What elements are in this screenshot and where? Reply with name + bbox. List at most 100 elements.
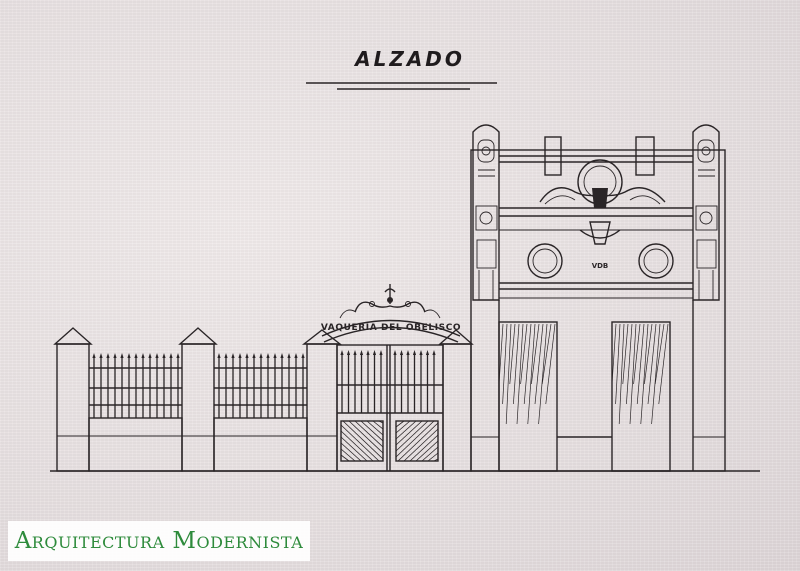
drawing-stroke (622, 323, 629, 385)
picket-tip (252, 353, 256, 358)
picket-tip (353, 350, 357, 355)
gate-sign-text: VAQUERIA DEL OBELISCO (321, 323, 461, 333)
drawing-stroke (633, 323, 641, 385)
drawing-stroke (340, 454, 350, 462)
picket-tip (169, 353, 173, 358)
picket-tip (113, 353, 117, 358)
gate-crest-ornament (339, 284, 441, 319)
drawing-stroke (523, 323, 532, 405)
picket-tip (419, 350, 423, 355)
drawing-stroke (640, 323, 649, 425)
picket-tip (217, 353, 221, 358)
facade-monogram: VDB (592, 262, 609, 270)
picket-tip (231, 353, 235, 358)
fence-pillar (301, 329, 343, 472)
picket-tip (148, 353, 152, 358)
drawing-stroke (340, 436, 368, 462)
facade-ornament (539, 187, 666, 245)
drawing-stroke (516, 323, 524, 425)
drawing-stroke (397, 422, 439, 462)
drawing-stroke (509, 323, 516, 385)
drawing-stroke (354, 420, 384, 448)
building-facade (470, 124, 726, 472)
picket-tip (141, 353, 145, 358)
watermark-text: Arquitectura Modernista (14, 528, 304, 554)
drawing-stroke (403, 428, 439, 462)
picket-tip (287, 353, 291, 358)
left-pilaster (472, 124, 500, 301)
drawing-stroke (395, 420, 429, 452)
main-gate (321, 284, 474, 472)
left-fence (53, 327, 343, 472)
picket-tip (294, 353, 298, 358)
drawing-stroke (427, 452, 439, 462)
picket-tip (259, 353, 263, 358)
drawing-stroke (421, 446, 439, 462)
drawing-stroke (415, 440, 439, 462)
picket-tip (412, 350, 417, 355)
drawing-stroke (395, 420, 423, 446)
drawing-stroke (629, 323, 637, 425)
drawing-title: ALZADO (355, 47, 465, 71)
picket-tip (273, 353, 277, 358)
gate-panel-hatching (340, 420, 439, 462)
drawing-stroke (538, 323, 548, 425)
drawing-stroke (340, 430, 374, 462)
fence-pillar (53, 327, 93, 472)
drawing-stroke (395, 420, 411, 434)
picket-tip (92, 353, 96, 358)
picket-tip (224, 353, 228, 358)
drawing-stroke (651, 323, 661, 425)
drawing-stroke (611, 323, 617, 385)
picket-tip (99, 353, 103, 358)
picket-tip (359, 350, 364, 355)
drawing-stroke (513, 323, 520, 405)
picket-tip (393, 350, 397, 355)
drawing-stroke (502, 323, 508, 405)
drawing-stroke (395, 420, 405, 428)
door-shading (498, 323, 669, 425)
drawing-stroke (348, 420, 384, 454)
drawing-stroke (395, 420, 435, 458)
drawing-stroke (372, 420, 384, 430)
picket-tip (372, 350, 377, 355)
drawing-stroke (505, 323, 512, 425)
title-underline (306, 82, 497, 90)
picket-tip (176, 353, 180, 358)
drawing-stroke (615, 323, 621, 405)
picket-tip (162, 353, 166, 358)
drawing-stroke (409, 434, 439, 462)
drawing-stroke (340, 448, 356, 462)
picket-tip (127, 353, 131, 358)
drawing-stroke (340, 424, 380, 462)
picket-tip (106, 353, 110, 358)
drawing-stroke (541, 323, 552, 385)
drawing-stroke (378, 420, 384, 424)
railing-pickets (92, 353, 180, 418)
drawing-stroke (658, 323, 669, 405)
picket-tip (134, 353, 138, 358)
picket-tip (406, 350, 410, 355)
drawing-stroke (527, 323, 536, 425)
drawing-stroke (360, 420, 384, 442)
picket-tip (266, 353, 270, 358)
drawing-stroke (520, 323, 528, 385)
drawing-stroke (342, 420, 384, 460)
drawing-stroke (395, 420, 417, 440)
picket-tip (346, 350, 351, 355)
picket-tip (120, 353, 124, 358)
drawing-stroke (366, 420, 384, 436)
picket-tip (238, 353, 242, 358)
watermark-badge: Arquitectura Modernista (8, 521, 310, 561)
picket-tip (432, 350, 436, 355)
drawing-stroke (433, 458, 439, 462)
drawing-stroke (618, 323, 625, 425)
picket-tip (399, 350, 404, 355)
drawing-stroke (531, 323, 540, 385)
picket-tip (366, 350, 370, 355)
picket-tip (379, 350, 383, 355)
drawing-stroke (534, 323, 544, 405)
drawing-stroke (636, 323, 645, 405)
